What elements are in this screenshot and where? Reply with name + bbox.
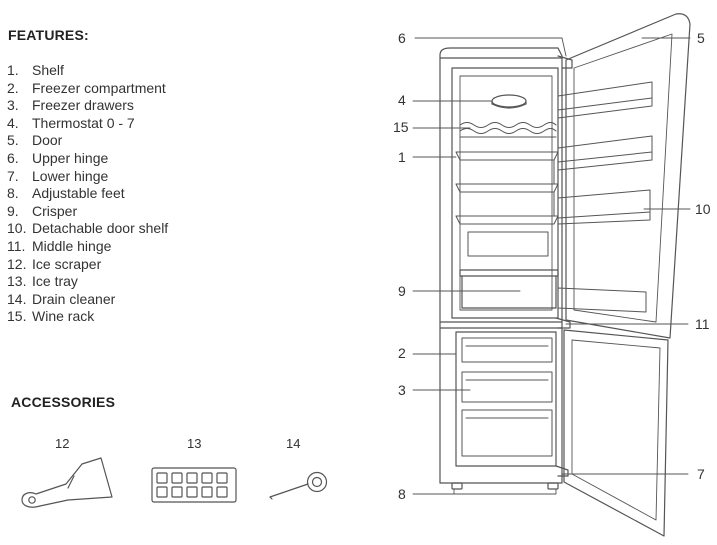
list-item: 5. Door xyxy=(7,132,168,150)
item-number: 11. xyxy=(7,237,26,254)
freezer-liner xyxy=(455,331,557,467)
list-item: 13. Ice tray xyxy=(7,273,168,291)
list-item: 1. Shelf xyxy=(7,62,168,80)
thermostat-knob xyxy=(491,94,527,108)
callout-9: 9 xyxy=(398,283,406,299)
item-label: Ice scraper xyxy=(32,255,102,272)
list-item: 6. Upper hinge xyxy=(7,150,168,168)
list-item: 11. Middle hinge xyxy=(7,238,168,256)
item-label: Crisper xyxy=(32,202,78,219)
leader-6 xyxy=(414,37,567,57)
refrigerator-illustration xyxy=(439,13,691,537)
item-number: 1. xyxy=(7,62,19,78)
item-number: 3. xyxy=(7,97,19,114)
item-number: 14. xyxy=(7,290,27,307)
list-item: 8. Adjustable feet xyxy=(7,185,168,203)
item-label: Detachable door shelf xyxy=(32,220,169,237)
item-number: 12. xyxy=(7,255,27,272)
accessory-number-13: 13 xyxy=(187,436,202,451)
item-label: Freezer drawers xyxy=(32,97,134,114)
list-item: 14. Drain cleaner xyxy=(7,291,168,309)
freezer-divider xyxy=(439,321,563,329)
leader-8 xyxy=(412,488,557,495)
accessory-number-14: 14 xyxy=(286,436,301,451)
door-shelves xyxy=(557,81,653,313)
ice-scraper-icon xyxy=(21,457,113,508)
callout-15: 15 xyxy=(393,119,409,135)
item-label: Lower hinge xyxy=(32,167,109,184)
callout-6: 6 xyxy=(398,30,406,46)
list-item: 15. Wine rack xyxy=(7,308,168,326)
callout-11: 11 xyxy=(695,316,710,332)
callout-10: 10 xyxy=(695,201,711,217)
item-number: 15. xyxy=(7,308,27,325)
item-number: 7. xyxy=(7,167,19,184)
item-label: Middle hinge xyxy=(32,237,112,254)
list-item: 10. Detachable door shelf xyxy=(7,220,168,238)
ice-tray-icon xyxy=(151,467,237,503)
item-label: Upper hinge xyxy=(32,149,109,166)
callout-3: 3 xyxy=(398,382,406,398)
list-item: 4. Thermostat 0 - 7 xyxy=(7,115,168,133)
item-number: 13. xyxy=(7,273,27,290)
list-item: 2. Freezer compartment xyxy=(7,80,168,98)
item-number: 6. xyxy=(7,149,19,166)
middle-hinge xyxy=(555,317,571,329)
drain-cleaner-icon xyxy=(269,471,328,500)
callout-5: 5 xyxy=(697,30,705,46)
item-number: 8. xyxy=(7,185,19,202)
lower-door xyxy=(563,329,669,537)
item-label: Wine rack xyxy=(32,308,95,325)
wine-rack xyxy=(459,122,557,138)
shelves xyxy=(455,151,559,257)
item-number: 10. xyxy=(7,220,27,237)
leader-lines xyxy=(412,37,691,495)
lower-hinge xyxy=(555,465,569,477)
callout-7: 7 xyxy=(697,466,705,482)
cabinet-body xyxy=(439,47,563,484)
item-label: Drain cleaner xyxy=(32,290,116,307)
callout-4: 4 xyxy=(398,92,406,108)
list-item: 12. Ice scraper xyxy=(7,256,168,274)
item-number: 5. xyxy=(7,132,19,149)
features-title: FEATURES: xyxy=(8,27,89,43)
upper-door xyxy=(565,13,691,339)
item-number: 2. xyxy=(7,79,19,96)
callout-8: 8 xyxy=(398,486,406,502)
features-list: 1. Shelf 2. Freezer compartment 3. Freezer … xyxy=(7,62,168,326)
callout-2: 2 xyxy=(398,345,406,361)
item-label: Shelf xyxy=(32,62,64,78)
accessories-title: ACCESSORIES xyxy=(11,394,116,410)
item-label: Adjustable feet xyxy=(32,185,125,202)
callout-1: 1 xyxy=(398,149,406,165)
cabinet-liner xyxy=(451,67,559,319)
freezer-drawers xyxy=(461,337,553,457)
item-label: Ice tray xyxy=(32,273,78,290)
item-label: Door xyxy=(32,132,63,149)
crisper-drawer xyxy=(459,269,559,309)
item-label: Freezer compartment xyxy=(32,79,166,96)
list-item: 9. Crisper xyxy=(7,203,168,221)
item-number: 9. xyxy=(7,202,19,219)
upper-hinge xyxy=(557,55,573,69)
accessory-number-12: 12 xyxy=(55,436,70,451)
adjustable-feet xyxy=(451,482,559,490)
item-label: Thermostat 0 - 7 xyxy=(32,114,135,131)
item-number: 4. xyxy=(7,114,19,131)
list-item: 3. Freezer drawers xyxy=(7,97,168,115)
list-item: 7. Lower hinge xyxy=(7,168,168,186)
